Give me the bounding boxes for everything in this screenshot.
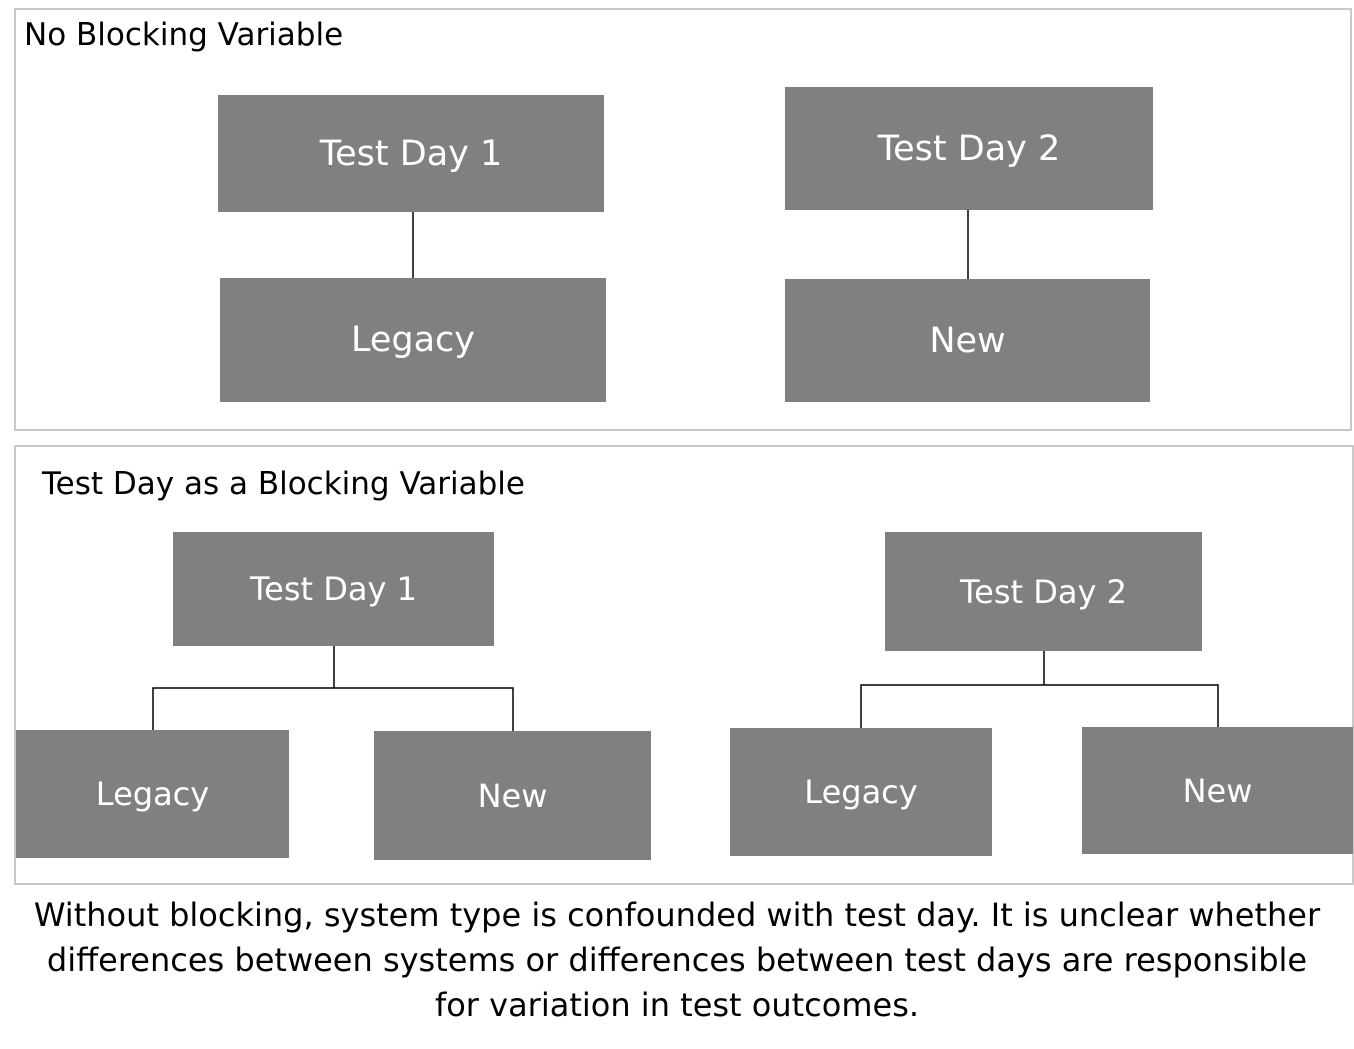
no-blocking-panel [14, 8, 1352, 431]
blocking-day-1-new-box: New [374, 731, 651, 860]
no-blocking-new-box: New [785, 279, 1150, 402]
no-blocking-panel-title: No Blocking Variable [24, 17, 344, 53]
blocking-test-day-1-box: Test Day 1 [173, 532, 494, 646]
blocking-panel-title: Test Day as a Blocking Variable [42, 466, 525, 502]
no-blocking-test-day-1-box: Test Day 1 [218, 95, 604, 212]
blocking-day-1-legacy-box: Legacy [16, 730, 289, 858]
blocking-test-day-2-box: Test Day 2 [885, 532, 1202, 651]
caption: Without blocking, system type is confoun… [33, 896, 1321, 1024]
no-blocking-legacy-box: Legacy [220, 278, 606, 402]
no-blocking-test-day-2-box: Test Day 2 [785, 87, 1153, 210]
blocking-day-2-legacy-box: Legacy [730, 728, 992, 856]
blocking-day-2-new-box: New [1082, 727, 1353, 854]
